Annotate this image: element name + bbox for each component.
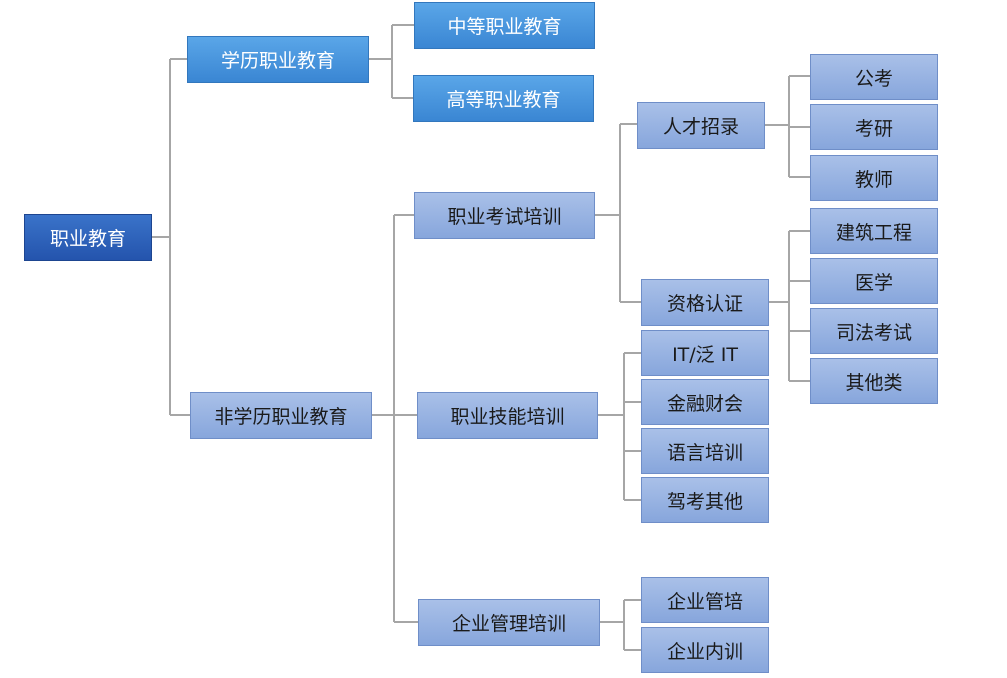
node-academic-vocational-education: 学历职业教育 — [187, 36, 369, 83]
node-judicial-exam: 司法考试 — [810, 308, 938, 354]
node-vocational-education: 职业教育 — [24, 214, 152, 261]
node-exam-training: 职业考试培训 — [414, 192, 595, 239]
node-enterprise-training: 企业管理培训 — [418, 599, 600, 646]
node-other-category: 其他类 — [810, 358, 938, 404]
node-civil-service-exam: 公考 — [810, 54, 938, 100]
node-language-training: 语言培训 — [641, 428, 769, 474]
node-postgraduate-exam: 考研 — [810, 104, 938, 150]
node-secondary-vocational-education: 中等职业教育 — [414, 2, 595, 49]
node-it: IT/泛 IT — [641, 330, 769, 376]
node-non-academic-vocational-education: 非学历职业教育 — [190, 392, 372, 439]
node-enterprise-internal-training: 企业内训 — [641, 627, 769, 673]
node-skills-training: 职业技能培训 — [417, 392, 598, 439]
node-talent-recruitment: 人才招录 — [637, 102, 765, 149]
node-construction-engineering: 建筑工程 — [810, 208, 938, 254]
node-finance-accounting: 金融财会 — [641, 379, 769, 425]
node-medicine: 医学 — [810, 258, 938, 304]
node-qualification: 资格认证 — [641, 279, 769, 326]
node-teacher: 教师 — [810, 155, 938, 201]
node-driving-and-others: 驾考其他 — [641, 477, 769, 523]
node-enterprise-management-trainee: 企业管培 — [641, 577, 769, 623]
node-higher-vocational-education: 高等职业教育 — [413, 75, 594, 122]
